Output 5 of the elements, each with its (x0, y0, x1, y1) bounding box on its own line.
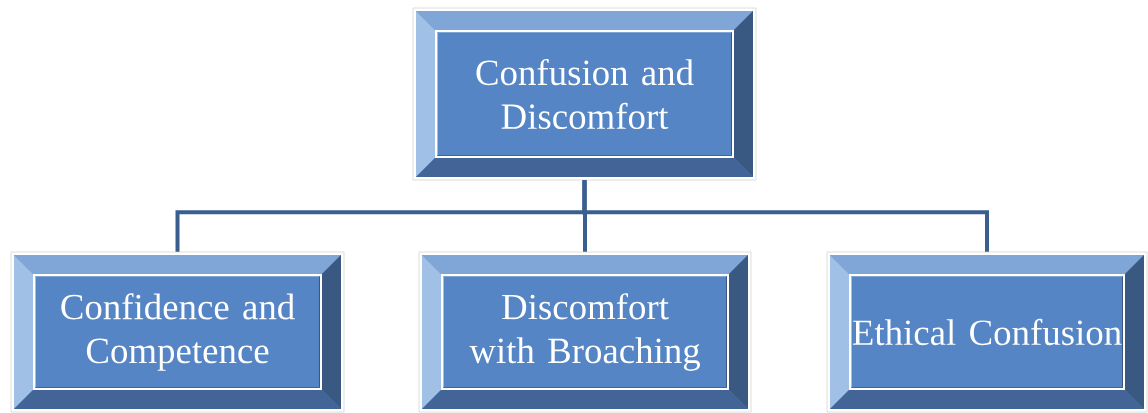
connector-line (582, 180, 989, 252)
bevel-box: Confidence and Competence (10, 251, 345, 413)
bevel-box: Confusion and Discomfort (412, 7, 757, 181)
bevel-box: Ethical Confusion (826, 251, 1148, 413)
bevel-box: Discomfort with Broaching (418, 251, 752, 413)
